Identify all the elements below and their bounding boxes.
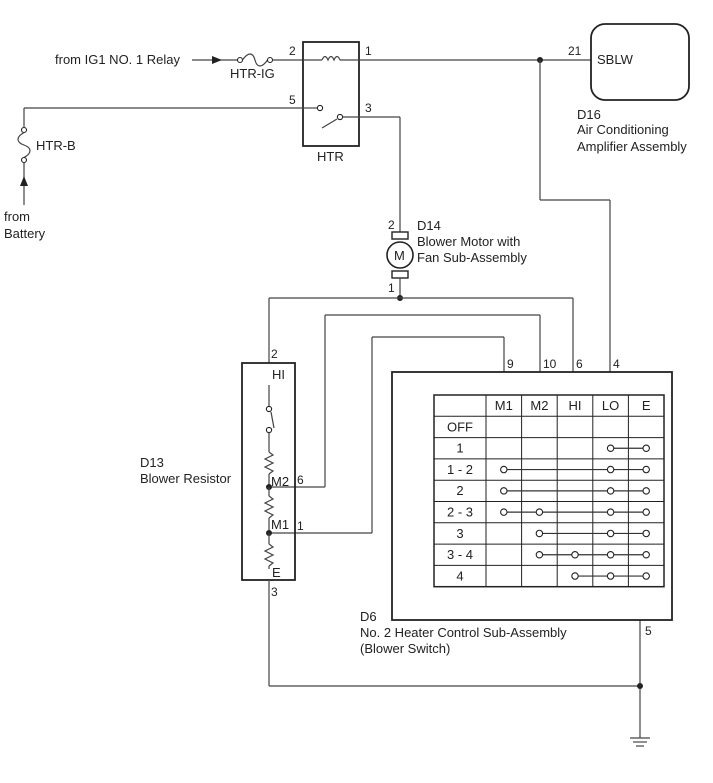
column-header: E — [642, 398, 651, 413]
htr-pin-5: 5 — [289, 93, 296, 107]
contact-point — [642, 572, 650, 580]
row-label: 2 — [456, 483, 463, 498]
contact-point — [606, 444, 615, 452]
d13-pin-hi: 2 — [271, 347, 278, 361]
contact-point — [500, 508, 508, 516]
contact-point — [500, 465, 508, 474]
contact-point — [535, 508, 544, 516]
d6-pin-6: 6 — [576, 357, 583, 371]
d6-pin-5: 5 — [645, 624, 652, 638]
resistor-hi-m2-icon — [263, 451, 275, 475]
row-label: 2 - 3 — [447, 505, 473, 520]
battery-label-line1: from — [4, 209, 30, 224]
row-label: 1 — [456, 441, 463, 456]
column-header: M2 — [530, 398, 548, 413]
d6-blower-switch: 9 10 6 4 5 D6 No. 2 Heater Control Sub-A… — [360, 357, 673, 656]
ig1-feed: from IG1 NO. 1 Relay HTR-IG — [55, 52, 303, 81]
contact-point — [606, 487, 615, 495]
row-label: 3 — [456, 526, 463, 541]
relay-switch-icon — [303, 104, 359, 129]
htr-pin-2: 2 — [289, 44, 296, 58]
contact-point — [606, 508, 615, 516]
row-label: 3 - 4 — [447, 547, 473, 562]
contact-point — [571, 572, 579, 580]
battery-label-line2: Battery — [4, 226, 46, 241]
contact-point — [642, 444, 650, 452]
d14-blower-motor: 2 M D14 Blower Motor with Fan Sub-Assemb… — [386, 218, 527, 295]
d13-pin-m1: 1 — [297, 519, 304, 533]
d6-code: D6 — [360, 609, 377, 624]
column-header: HI — [569, 398, 582, 413]
contact-point — [642, 487, 650, 495]
d13-label-m2: M2 — [271, 474, 289, 489]
d13-pin-e: 3 — [271, 585, 278, 599]
resistor-m1-e-icon — [263, 543, 275, 567]
d6-pin-9: 9 — [507, 357, 514, 371]
contact-point — [642, 529, 650, 538]
battery-arrow-icon — [20, 176, 28, 186]
d13-code: D13 — [140, 455, 164, 470]
motor-icon — [386, 241, 414, 269]
switch-table: M1 M2 HI LO E OFF 1 1 - 2 2 2 - 3 3 3 - 4 4 — [433, 394, 665, 588]
d16-name-line2: Amplifier Assembly — [577, 139, 687, 154]
d14-name-line1: Blower Motor with — [417, 234, 520, 249]
feed-arrow-icon — [212, 56, 222, 64]
contact-point — [642, 550, 650, 559]
fuse-htr-b-label: HTR-B — [36, 138, 76, 153]
contact-point — [606, 572, 615, 580]
htr-relay: 2 1 5 3 HTR — [289, 41, 372, 164]
d13-pin-m2: 6 — [297, 473, 304, 487]
column-header: LO — [602, 398, 619, 413]
contact-point — [642, 465, 650, 474]
d6-name-line1: No. 2 Heater Control Sub-Assembly — [360, 625, 567, 640]
fuse-htr-ig-icon — [236, 53, 274, 67]
d6-pin-4: 4 — [613, 357, 620, 371]
htr-relay-label: HTR — [317, 149, 344, 164]
contact-point — [606, 550, 615, 559]
ground-icon — [630, 737, 650, 747]
contact-point — [535, 550, 544, 559]
d14-code: D14 — [417, 218, 441, 233]
relay-coil-icon — [303, 55, 359, 62]
contact-point — [606, 465, 615, 474]
row-label: 4 — [456, 568, 463, 583]
contact-point — [500, 487, 508, 495]
d6-pin-10: 10 — [543, 357, 557, 371]
resistor-m2-m1-icon — [263, 495, 275, 519]
d16-pin: 21 — [568, 44, 582, 58]
d13-blower-resistor: 2 HI M2 6 M1 1 E 3 D13 Blower Resistor — [140, 347, 304, 599]
row-label: OFF — [447, 419, 473, 434]
d14-pin-bottom: 1 — [388, 281, 395, 295]
motor-symbol: M — [394, 248, 405, 263]
table-border — [433, 394, 665, 588]
d14-pin-top: 2 — [388, 218, 395, 232]
contact-point — [642, 508, 650, 516]
battery-feed: HTR-B from Battery — [4, 107, 303, 241]
contact-point — [606, 529, 615, 538]
contact-point — [571, 550, 579, 559]
contact-point — [535, 529, 544, 538]
relay-source-label: from IG1 NO. 1 Relay — [55, 52, 180, 67]
d16-name-line1: Air Conditioning — [577, 122, 669, 137]
fuse-htr-b-icon — [17, 126, 31, 164]
htr-pin-1: 1 — [365, 44, 372, 58]
htr-pin-3: 3 — [365, 101, 372, 115]
fuse-htr-ig-label: HTR-IG — [230, 66, 275, 81]
d16-amplifier: 21 SBLW D16 Air Conditioning Amplifier A… — [568, 23, 690, 154]
d13-label-e: E — [272, 565, 281, 580]
d6-name-line2: (Blower Switch) — [360, 641, 450, 656]
row-label: 1 - 2 — [447, 462, 473, 477]
d13-label-m1: M1 — [271, 517, 289, 532]
d16-terminal: SBLW — [597, 52, 634, 67]
d16-code: D16 — [577, 107, 601, 122]
d13-name: Blower Resistor — [140, 471, 232, 486]
column-header: M1 — [495, 398, 513, 413]
d13-label-hi: HI — [272, 367, 285, 382]
d14-name-line2: Fan Sub-Assembly — [417, 250, 527, 265]
